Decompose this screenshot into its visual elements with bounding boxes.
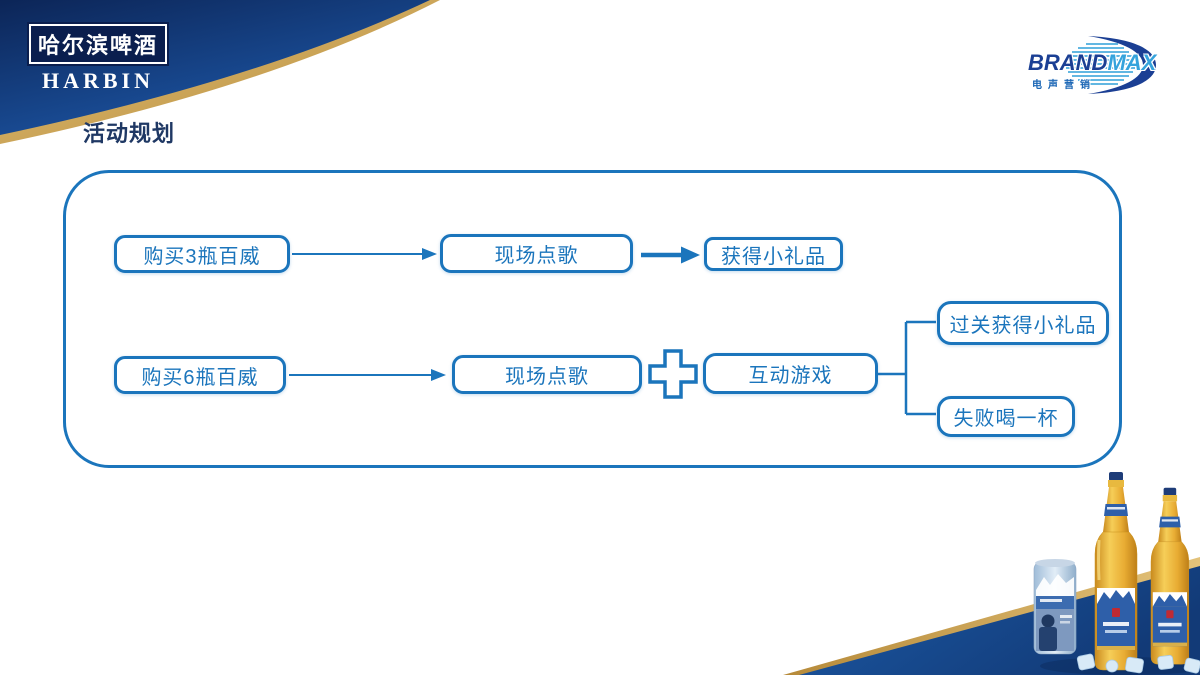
flow-box-interactive-game: 互动游戏 xyxy=(703,353,878,394)
beer-product-image xyxy=(1033,472,1200,675)
flowchart-container xyxy=(63,170,1122,468)
flow-box-lose-drink: 失败喝一杯 xyxy=(937,396,1075,437)
corner-gold-trim xyxy=(783,557,1200,675)
flow-box-buy-6-bottles: 购买6瓶百威 xyxy=(114,356,286,394)
beer-bottle-front xyxy=(1094,472,1138,671)
flow-box-small-gift: 获得小礼品 xyxy=(704,237,843,271)
brandmax-logo: BRANDMAX 电声营销 xyxy=(1026,34,1176,96)
beer-can xyxy=(1033,559,1077,655)
page-title: 活动规划 xyxy=(83,121,176,146)
product-shadow xyxy=(1040,657,1200,675)
harbin-logo-english: HARBIN xyxy=(41,68,154,93)
brandmax-tagline: 电声营销 xyxy=(1032,80,1096,91)
flow-box-win-gift: 过关获得小礼品 xyxy=(937,301,1109,345)
beer-bottle-back xyxy=(1150,487,1190,665)
ice-cubes xyxy=(1076,653,1200,674)
flow-box-song-request-2: 现场点歌 xyxy=(452,355,642,394)
brandmax-swoosh-icon xyxy=(1064,36,1156,94)
brandmax-wordmark-brand: BRAND xyxy=(1028,50,1108,75)
flow-box-buy-3-bottles: 购买3瓶百威 xyxy=(114,235,290,273)
harbin-logo: 哈尔滨啤酒 HARBIN xyxy=(16,24,180,94)
corner-blue-wedge xyxy=(799,566,1200,675)
harbin-logo-chinese: 哈尔滨啤酒 xyxy=(28,24,167,64)
flow-box-song-request-1: 现场点歌 xyxy=(440,234,633,273)
brandmax-wordmark-max: MAX xyxy=(1107,50,1157,75)
brandmax-wordmark: BRANDMAX xyxy=(1028,50,1156,76)
